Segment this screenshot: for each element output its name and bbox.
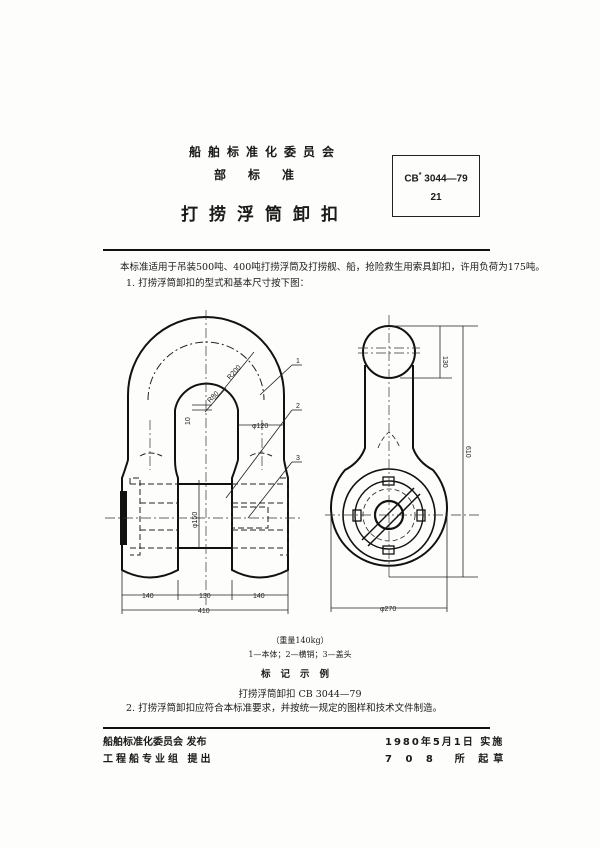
- clause-1: 1. 打捞浮筒卸扣的型式和基本尺寸按下图：: [126, 278, 310, 289]
- part-label-3: 3: [296, 455, 300, 462]
- code-prefix: CB: [404, 173, 419, 185]
- dim-section-dia: φ120: [252, 423, 268, 430]
- front-view: [120, 316, 289, 579]
- dim-eye-height: 130: [441, 356, 448, 368]
- front-dimensions: [121, 351, 302, 614]
- side-dimensions: [330, 325, 478, 612]
- marking-heading: 标记示例: [260, 669, 339, 680]
- dim-left-width: 140: [142, 593, 154, 600]
- dim-head-dia: φ270: [380, 606, 396, 613]
- top-rule: [103, 249, 490, 251]
- standard-code: CB* 3044—79: [393, 172, 479, 184]
- part-label-1: 1: [296, 358, 300, 365]
- dim-outer-radius: R200: [226, 364, 242, 381]
- issuing-organization: 船舶标准化委员会: [188, 145, 341, 159]
- bottom-rule: [103, 727, 490, 729]
- footer-issuer: 船舶标准化委员会 发布: [103, 737, 207, 748]
- dim-right-width: 140: [253, 593, 265, 600]
- footer-proposer: 工程船专业组 提出: [103, 754, 214, 765]
- footer-drafter: 7 0 8 所 起草: [385, 754, 509, 765]
- document-title: 打捞浮筒卸扣: [181, 205, 349, 225]
- marking-example: 打捞浮筒卸扣 CB 3044—79: [238, 689, 362, 700]
- centerlines: [105, 310, 300, 605]
- dim-total-width: 410: [198, 608, 210, 615]
- clause-2: 2. 打捞浮筒卸扣应符合本标准要求，并按统一规定的图样和技术文件制造。: [126, 703, 443, 714]
- footer-effective-date: 1980年5月1日 实施: [385, 737, 505, 748]
- dim-total-height: 610: [464, 446, 471, 458]
- dim-gap-width: 130: [199, 593, 211, 600]
- dim-inner-radius: R80: [206, 390, 220, 404]
- parts-legend: 1—本体；2—横销；3—盖头: [248, 650, 352, 659]
- code-number: 3044—79: [424, 173, 468, 185]
- side-centerlines: [325, 315, 480, 580]
- standard-level: 部标准: [213, 168, 316, 182]
- standard-code-box: CB* 3044—79 21: [392, 155, 480, 217]
- dim-offset: 10: [185, 417, 192, 425]
- weight-note: （重量140kg）: [271, 636, 329, 645]
- part-label-2: 2: [296, 403, 300, 410]
- intro-paragraph: 本标准适用于吊装500吨、400吨打捞浮筒及打捞舰、船，抢险救生用索具卸扣，许用…: [120, 262, 545, 273]
- code-mark: *: [418, 172, 422, 179]
- dim-pin-dia: φ150: [192, 512, 199, 528]
- hidden-lines: [129, 341, 289, 556]
- page-number: 21: [430, 192, 442, 203]
